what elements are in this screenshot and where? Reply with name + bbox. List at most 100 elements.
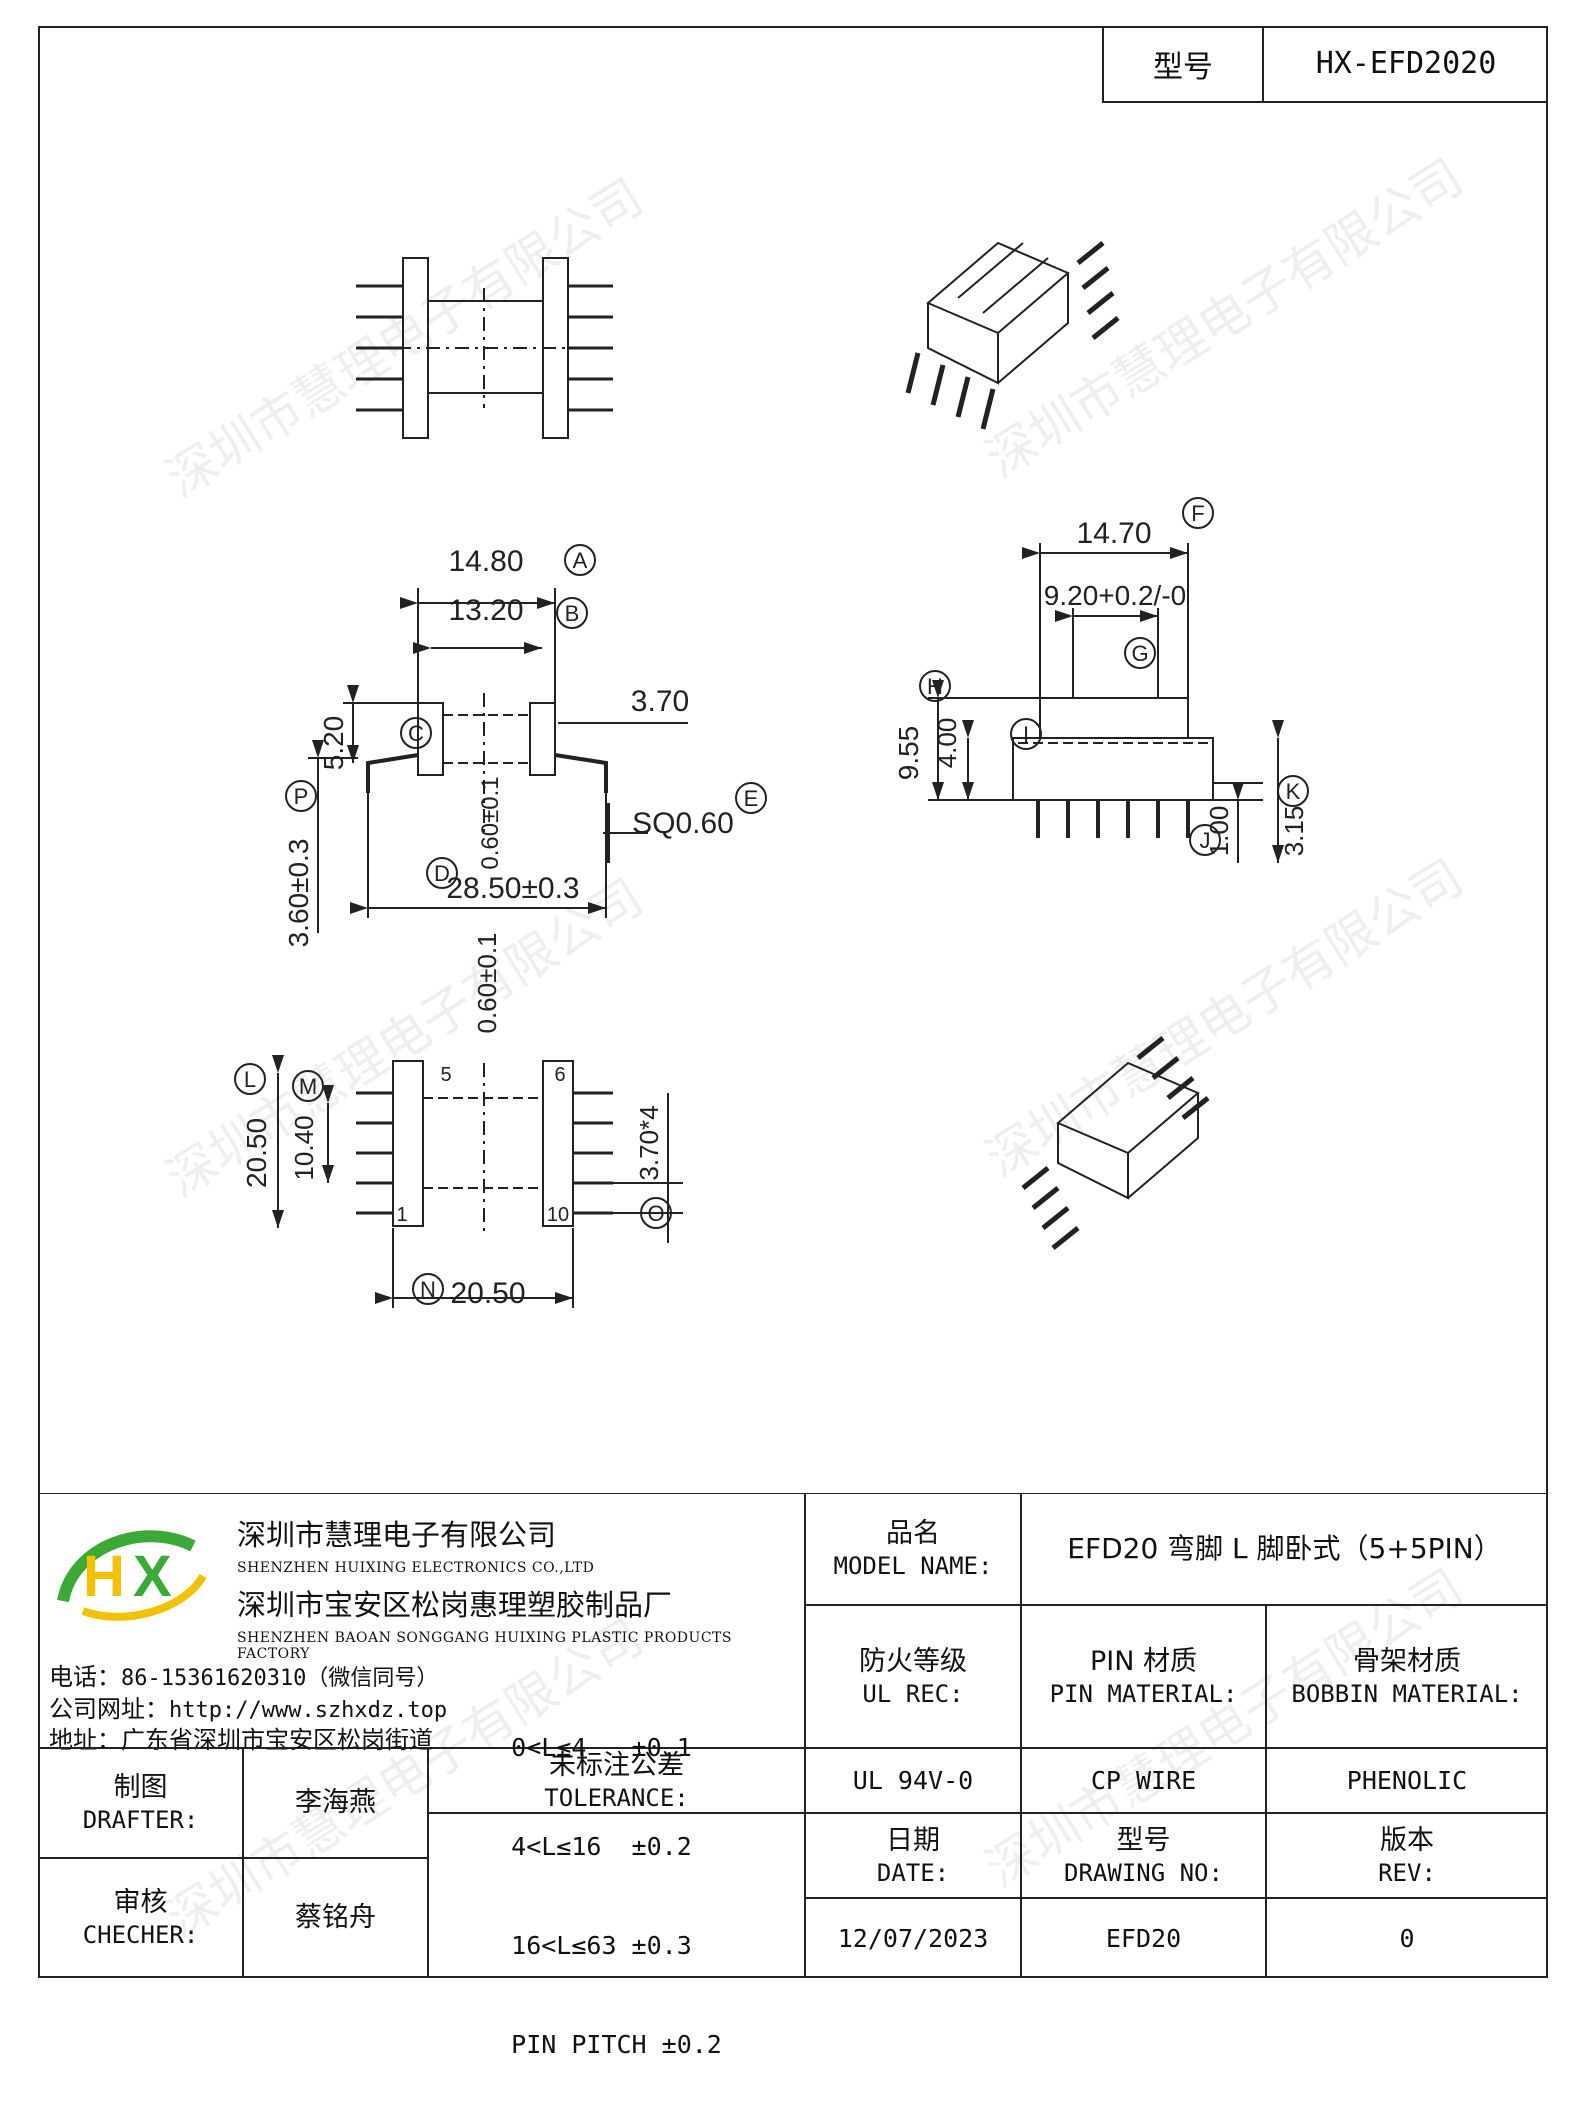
address-line: 地址：广东省深圳市宝安区松岗街道 — [49, 1720, 433, 1755]
web-value: http://www.szhxdz.top — [169, 1698, 448, 1723]
dim-g: 9.20+0.2/-0 — [1044, 580, 1186, 611]
tolerance-label: 未标注公差 TOLERANCE: — [428, 1748, 805, 1813]
tolerance-line: 0<L≤4 ±0.1 — [511, 1732, 692, 1762]
checker-name: 蔡铭舟 — [295, 1902, 376, 1933]
phone-label: 电话： — [49, 1663, 121, 1691]
dim-a: 14.80 — [448, 545, 523, 578]
ul-value: UL 94V-0 — [805, 1748, 1021, 1813]
pin-material-label: PIN 材质 PIN MATERIAL: — [1021, 1605, 1266, 1748]
bobbin-material-en: BOBBIN MATERIAL: — [1291, 1679, 1523, 1708]
bottom-view — [272, 1055, 683, 1308]
ul-value-text: UL 94V-0 — [852, 1766, 974, 1795]
bobbin-material-label: 骨架材质 BOBBIN MATERIAL: — [1266, 1605, 1548, 1748]
drawing-no-en: DRAWING NO: — [1064, 1858, 1223, 1887]
rev-cn: 版本 — [1380, 1824, 1434, 1856]
drawing-no-cn: 型号 — [1116, 1824, 1171, 1856]
date-cn: 日期 — [886, 1824, 940, 1856]
label-k: K — [1286, 779, 1301, 804]
company-name-cn: 深圳市慧理电子有限公司 — [237, 1518, 557, 1552]
model-name-label: 品名 MODEL NAME: — [805, 1493, 1021, 1605]
dim-o: 3.70*4 — [634, 1105, 664, 1180]
tolerance-cn: 未标注公差 — [549, 1749, 684, 1781]
pin-label-10: 10 — [547, 1204, 569, 1226]
web-label: 公司网址： — [49, 1695, 169, 1723]
dim-e: SQ0.60 — [632, 807, 734, 840]
model-key: 型号 — [1104, 26, 1264, 101]
ul-rec-cn: 防火等级 — [859, 1645, 967, 1677]
address-label: 地址： — [49, 1726, 121, 1754]
label-p: P — [294, 784, 309, 809]
label-i: I — [1023, 722, 1029, 747]
label-b: B — [565, 601, 580, 626]
svg-text:X: X — [133, 1544, 172, 1609]
pin-label-6: 6 — [554, 1064, 565, 1086]
phone-value: 86-15361620310（微信同号） — [121, 1666, 439, 1691]
dim-k: 3.15 — [1279, 806, 1309, 857]
pin-label-1: 1 — [396, 1204, 407, 1226]
drawing-no-value: EFD20 — [1021, 1898, 1266, 1978]
dim-pin: 0.60±0.1 — [477, 776, 504, 869]
pin-material-value-text: CP WIRE — [1090, 1766, 1197, 1795]
pin-material-cn: PIN 材质 — [1089, 1645, 1198, 1677]
bobbin-material-cn: 骨架材质 — [1353, 1645, 1461, 1677]
ul-rec-en: UL REC: — [862, 1679, 964, 1708]
date-label: 日期 DATE: — [805, 1813, 1021, 1898]
company-info: H X 深圳市慧理电子有限公司 SHENZHEN HUIXING ELECTRO… — [38, 1493, 805, 1754]
label-d: D — [434, 861, 450, 886]
isometric-view-1 — [905, 241, 1120, 430]
label-h: H — [927, 674, 943, 699]
model-header: 型号 HX-EFD2020 — [1102, 26, 1548, 103]
date-en: DATE: — [876, 1858, 950, 1887]
front-view — [308, 588, 688, 933]
label-o: O — [647, 1201, 664, 1226]
label-g: G — [1131, 641, 1148, 666]
side-view — [928, 543, 1284, 863]
dim-m: 10.40 — [289, 1115, 319, 1180]
dim-d: 28.50±0.3 — [446, 872, 579, 905]
isometric-view-2 — [1021, 1036, 1210, 1250]
date-value: 12/07/2023 — [805, 1898, 1021, 1978]
label-f: F — [1191, 501, 1204, 526]
drafter-name: 李海燕 — [295, 1787, 376, 1818]
dim-j: 1.00 — [1204, 806, 1234, 857]
pin-label-5: 5 — [440, 1064, 451, 1086]
dim-c: 5.20 — [318, 716, 349, 771]
label-m: M — [299, 1074, 317, 1099]
checker-value: 蔡铭舟 — [243, 1858, 428, 1978]
address-value: 广东省深圳市宝安区松岗街道 — [121, 1726, 433, 1754]
technical-drawing: 14.80 13.20 3.70 SQ0.60 28.50±0.3 5.20 3… — [38, 103, 1548, 1493]
dim-p: 3.60±0.3 — [283, 839, 314, 948]
label-n: N — [420, 1277, 436, 1302]
drafter-label: 制图 DRAFTER: — [38, 1748, 243, 1858]
label-a: A — [573, 548, 588, 573]
tolerance-line: 16<L≤63 ±0.3 — [511, 1930, 692, 1960]
model-name-value-text: EFD20 弯脚 L 脚卧式（5+5PIN） — [1067, 1532, 1502, 1565]
label-e: E — [744, 786, 759, 811]
phone-line: 电话：86-15361620310（微信同号） — [49, 1657, 438, 1692]
dim-pin2: 0.60±0.1 — [472, 932, 502, 1033]
company-logo: H X — [57, 1530, 207, 1621]
model-value: HX-EFD2020 — [1315, 46, 1497, 81]
tolerance-en: TOLERANCE: — [544, 1783, 689, 1812]
ul-rec-label: 防火等级 UL REC: — [805, 1605, 1021, 1748]
dim-370: 3.70 — [631, 685, 689, 718]
tolerance-line: 4<L≤16 ±0.2 — [511, 1831, 692, 1861]
pin-material-en: PIN MATERIAL: — [1049, 1679, 1238, 1708]
dim-l: 20.50 — [241, 1118, 272, 1188]
company-name-en: SHENZHEN HUIXING ELECTRONICS CO.,LTD — [237, 1560, 595, 1576]
rev-label: 版本 REV: — [1266, 1813, 1548, 1898]
model-name-en: MODEL NAME: — [833, 1552, 993, 1580]
rev-value: 0 — [1266, 1898, 1548, 1978]
pin-material-value: CP WIRE — [1021, 1748, 1266, 1813]
factory-name-en: SHENZHEN BAOAN SONGGANG HUIXING PLASTIC … — [237, 1630, 732, 1662]
title-block: H X 深圳市慧理电子有限公司 SHENZHEN HUIXING ELECTRO… — [38, 1493, 1548, 2059]
checker-en: CHECHER: — [82, 1921, 199, 1949]
tolerance-line: PIN PITCH ±0.2 — [511, 2029, 722, 2059]
factory-name-cn: 深圳市宝安区松岗惠理塑胶制品厂 — [237, 1588, 673, 1622]
svg-text:H: H — [83, 1544, 125, 1609]
rev-value-text: 0 — [1399, 1923, 1415, 1953]
bobbin-material-value: PHENOLIC — [1266, 1748, 1548, 1813]
date-value-text: 12/07/2023 — [837, 1923, 989, 1953]
web-line: 公司网址：http://www.szhxdz.top — [49, 1689, 447, 1724]
tolerance-table: 0<L≤4 ±0.1 4<L≤16 ±0.2 16<L≤63 ±0.3 PIN … — [428, 1733, 805, 2059]
